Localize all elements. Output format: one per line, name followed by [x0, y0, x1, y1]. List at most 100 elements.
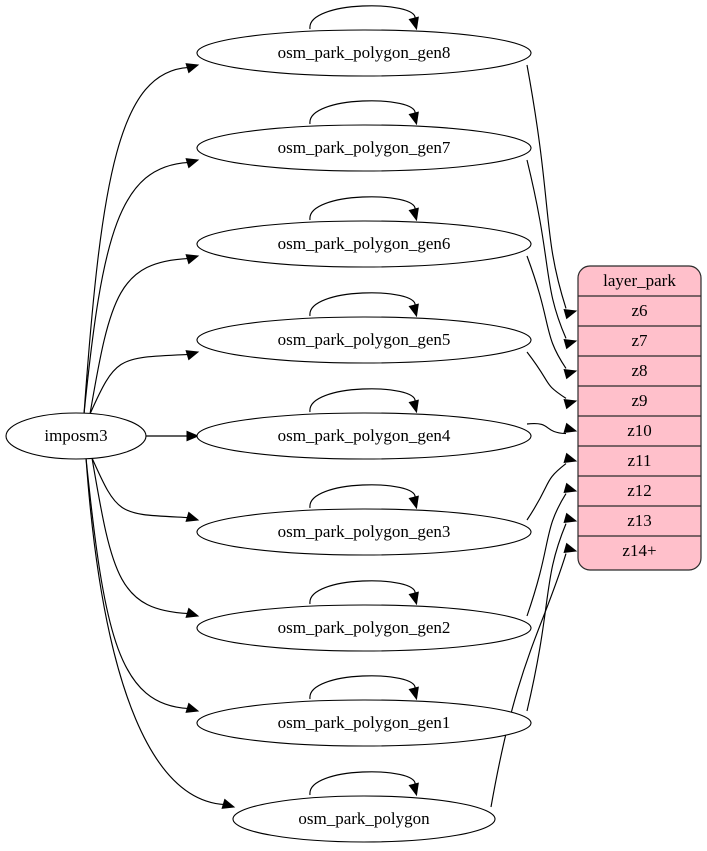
node-gen7-label: osm_park_polygon_gen7 — [278, 138, 451, 157]
node-base-shape — [232, 795, 496, 843]
node-gen1-shape — [196, 699, 532, 747]
edge-self-arrowhead-gen7 — [408, 111, 419, 126]
layer-park-header-label: layer_park — [603, 271, 676, 290]
edge-self-gen5 — [309, 292, 416, 317]
edge-base-z14+ — [490, 553, 567, 808]
node-base[interactable]: osm_park_polygon — [232, 795, 496, 843]
table-row-label-z11: z11 — [628, 451, 652, 470]
edge-arrowhead-gen2-z12 — [563, 482, 578, 494]
edge-self-arrowhead-base — [408, 782, 419, 797]
table-row[interactable]: z7 — [631, 331, 648, 350]
node-gen3[interactable]: osm_park_polygon_gen3 — [196, 508, 532, 556]
table-row[interactable]: z10 — [627, 421, 652, 440]
edge-arrowhead-base-z14+ — [563, 542, 578, 554]
table-row[interactable]: z12 — [627, 481, 652, 500]
edge-arrowhead-gen5-z9 — [563, 398, 578, 410]
edge-arrowhead-imposm3-gen7 — [185, 158, 200, 169]
edge-self-arrowhead-gen1 — [408, 686, 419, 701]
table-row-label-z7: z7 — [631, 331, 648, 350]
edge-arrowhead-imposm3-gen6 — [185, 254, 200, 265]
edge-self-gen3 — [309, 484, 416, 509]
edge-self-arrowhead-gen4 — [408, 399, 419, 414]
edge-self-arrowhead-gen5 — [408, 303, 419, 318]
node-gen2-label: osm_park_polygon_gen2 — [278, 618, 451, 637]
edge-arrowhead-imposm3-gen5 — [185, 350, 200, 361]
edge-gen7-z7 — [526, 159, 567, 339]
node-gen1[interactable]: osm_park_polygon_gen1 — [196, 699, 532, 747]
edge-self-arrowhead-gen6 — [408, 207, 419, 222]
edge-arrowhead-imposm3-gen4 — [186, 430, 200, 442]
node-gen5-label: osm_park_polygon_gen5 — [278, 330, 451, 349]
node-gen1-label: osm_park_polygon_gen1 — [278, 713, 451, 732]
edge-arrowhead-gen1-z13 — [563, 512, 578, 524]
edge-arrowhead-imposm3-gen2 — [185, 607, 200, 618]
edge-arrowhead-gen4-z10 — [563, 422, 578, 434]
node-gen5-shape — [196, 316, 532, 364]
node-gen7-shape — [196, 124, 532, 172]
table-row-label-z6: z6 — [631, 301, 647, 320]
nodes-layer: imposm3 osm_park_polygon_gen8 osm_park_pol… — [5, 29, 532, 843]
edge-gen2-z12 — [526, 493, 567, 617]
node-gen2[interactable]: osm_park_polygon_gen2 — [196, 604, 532, 652]
node-gen4[interactable]: osm_park_polygon_gen4 — [196, 412, 532, 460]
table-row[interactable]: z8 — [631, 361, 647, 380]
node-gen4-label: osm_park_polygon_gen4 — [278, 426, 451, 445]
node-gen3-shape — [196, 508, 532, 556]
node-gen5[interactable]: osm_park_polygon_gen5 — [196, 316, 532, 364]
node-imposm3-label: imposm3 — [44, 426, 107, 445]
edge-imposm3-gen1 — [85, 457, 190, 710]
node-gen8[interactable]: osm_park_polygon_gen8 — [196, 29, 532, 77]
edge-arrowhead-imposm3-gen8 — [185, 63, 200, 74]
table-row-label-z8: z8 — [631, 361, 647, 380]
edge-self-gen6 — [309, 196, 416, 221]
table-row[interactable]: z13 — [627, 511, 652, 530]
table-row-label-z13: z13 — [627, 511, 652, 530]
table-row[interactable]: z11 — [628, 451, 652, 470]
node-gen6[interactable]: osm_park_polygon_gen6 — [196, 220, 532, 268]
edge-imposm3-gen5 — [89, 353, 190, 415]
node-base-label: osm_park_polygon — [298, 809, 430, 828]
node-imposm3-shape — [5, 412, 147, 460]
table-row[interactable]: z14+ — [622, 541, 656, 560]
edge-arrowhead-gen6-z8 — [563, 368, 578, 380]
node-imposm3[interactable]: imposm3 — [5, 412, 147, 460]
table-layer: layer_park z6 z7 z8 z9 z10 z11 z12 z13 z14+ — [577, 265, 702, 571]
node-gen3-label: osm_park_polygon_gen3 — [278, 522, 451, 541]
table-row[interactable]: z9 — [631, 391, 647, 410]
edge-self-arrowhead-gen2 — [408, 591, 419, 606]
edge-imposm3-gen7 — [83, 161, 190, 415]
edge-arrowhead-imposm3-gen3 — [185, 511, 200, 522]
edge-gen5-z9 — [526, 351, 567, 399]
edge-self-gen7 — [309, 100, 416, 125]
table-row-label-z12: z12 — [627, 481, 652, 500]
edge-arrowhead-imposm3-gen1 — [185, 702, 200, 713]
table-row[interactable]: z6 — [631, 301, 647, 320]
node-gen8-label: osm_park_polygon_gen8 — [278, 43, 451, 62]
edge-arrowhead-gen8-z6 — [563, 308, 578, 320]
edge-self-base — [309, 771, 416, 796]
edge-imposm3-gen2 — [91, 457, 190, 615]
edge-gen8-z6 — [526, 64, 567, 309]
edge-self-gen4 — [309, 388, 416, 413]
node-gen8-shape — [196, 29, 532, 77]
layer-park-table — [577, 265, 702, 571]
edge-self-gen1 — [309, 675, 416, 700]
edge-self-arrowhead-gen8 — [408, 16, 419, 31]
node-gen2-shape — [196, 604, 532, 652]
edge-self-gen2 — [309, 580, 416, 605]
table-row-label-z14+: z14+ — [622, 541, 656, 560]
edges-layer — [83, 5, 578, 809]
table-row-label-z10: z10 — [627, 421, 652, 440]
edge-imposm3-gen8 — [83, 66, 190, 415]
edge-gen3-z11 — [526, 463, 567, 521]
edge-gen4-z10 — [526, 423, 567, 435]
edge-self-arrowhead-gen3 — [408, 495, 419, 510]
edge-imposm3-base — [85, 457, 226, 806]
node-gen7[interactable]: osm_park_polygon_gen7 — [196, 124, 532, 172]
edge-imposm3-gen6 — [89, 257, 190, 415]
edge-arrowhead-gen3-z11 — [563, 452, 578, 464]
edge-imposm3-gen3 — [91, 457, 190, 519]
node-gen6-shape — [196, 220, 532, 268]
